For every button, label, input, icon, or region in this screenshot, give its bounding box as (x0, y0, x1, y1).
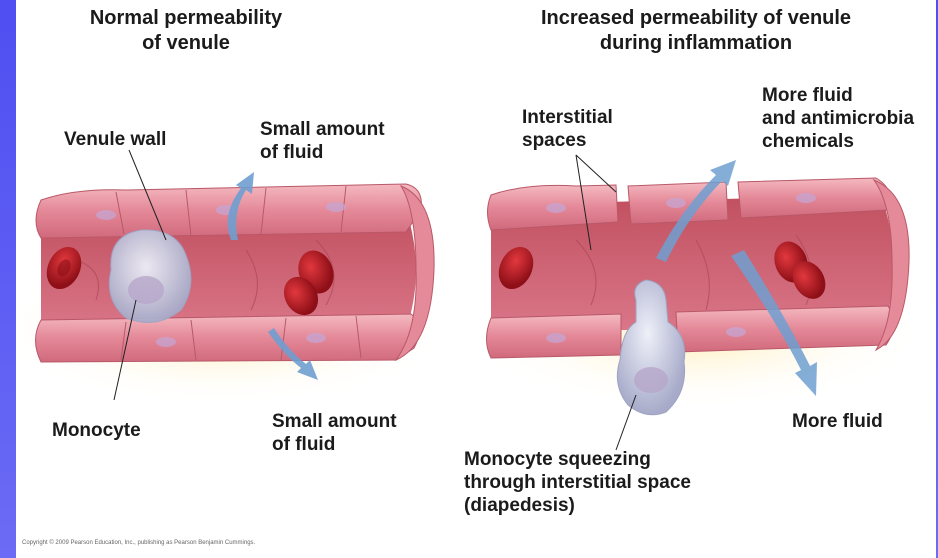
interstitial-line2: spaces (522, 129, 613, 152)
more-fluid-top-line1: More fluid (762, 84, 914, 107)
right-title: Increased permeability of venule during … (516, 6, 876, 56)
diapedesis-line1: Monocyte squeezing (464, 448, 691, 471)
left-fluid-top-label: Small amount of fluid (260, 118, 385, 164)
more-fluid-top-line2: and antimicrobia (762, 107, 914, 130)
figure-panel: Normal permeability of venule Venule wal… (16, 0, 936, 558)
left-fluid-bottom-line1: Small amount (272, 410, 397, 433)
more-fluid-top-label: More fluid and antimicrobia chemicals (762, 84, 914, 153)
left-monocyte-nucleus (128, 276, 164, 304)
copyright-notice: Copyright © 2009 Pearson Education, Inc.… (22, 540, 255, 546)
left-fluid-top-line2: of fluid (260, 141, 385, 164)
right-venule (466, 155, 926, 450)
more-fluid-bottom-label: More fluid (792, 410, 883, 433)
right-monocyte-nucleus (634, 367, 668, 393)
left-title-line2: of venule (76, 31, 296, 56)
left-venule (16, 150, 451, 405)
diapedesis-label: Monocyte squeezing through interstitial … (464, 448, 691, 517)
left-fluid-bottom-line2: of fluid (272, 433, 397, 456)
venule-wall-label: Venule wall (64, 128, 166, 151)
left-title-line1: Normal permeability (76, 6, 296, 31)
diapedesis-line2: through interstitial space (464, 471, 691, 494)
diapedesis-line3: (diapedesis) (464, 494, 691, 517)
right-title-line2: during inflammation (516, 31, 876, 56)
monocyte-label: Monocyte (52, 419, 141, 442)
right-title-line1: Increased permeability of venule (516, 6, 876, 31)
left-bottom-wall (36, 314, 420, 362)
left-title: Normal permeability of venule (76, 6, 296, 56)
left-fluid-bottom-label: Small amount of fluid (272, 410, 397, 456)
left-fluid-top-line1: Small amount (260, 118, 385, 141)
more-fluid-top-line3: chemicals (762, 130, 914, 153)
left-monocyte (109, 230, 191, 323)
interstitial-line1: Interstitial (522, 106, 613, 129)
interstitial-spaces-label: Interstitial spaces (522, 106, 613, 152)
